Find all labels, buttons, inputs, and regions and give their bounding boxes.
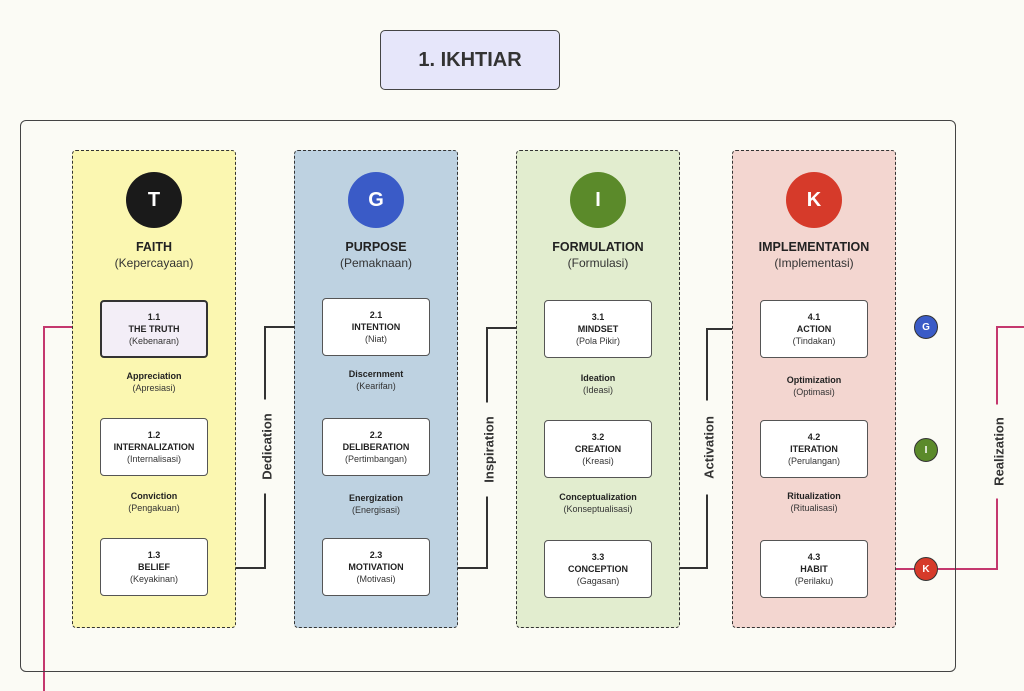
edge-label-sub: (Optimasi) — [793, 387, 835, 397]
edge-label: Energization (Energisasi) — [301, 492, 451, 516]
page-title: 1. IKHTIAR — [380, 30, 560, 90]
node-num: 2.3 — [369, 550, 383, 560]
edge-label: Conviction (Pengakuan) — [79, 490, 229, 514]
node-sub: (Keyakinan) — [129, 574, 179, 584]
lane-subtitle-faith: (Kepercayaan) — [114, 256, 194, 270]
node-sub: (Kreasi) — [582, 456, 614, 466]
lane-title-formulation: FORMULATION — [552, 240, 644, 254]
node-sub: (Niat) — [365, 334, 387, 344]
badge-i: I — [914, 438, 938, 462]
node-name: MINDSET — [577, 324, 619, 334]
node-name: INTERNALIZATION — [113, 442, 195, 452]
node-name: HABIT — [800, 564, 828, 574]
edge-label-name: Optimization — [786, 375, 842, 385]
lane-subtitle-formulation: (Formulasi) — [567, 256, 629, 270]
edge-label-sub: (Konseptualisasi) — [563, 504, 633, 514]
edge-label-name: Discernment — [348, 369, 404, 379]
node-num: 4.3 — [807, 552, 821, 562]
node-name: CONCEPTION — [567, 564, 628, 574]
lane-subtitle-purpose: (Pemaknaan) — [339, 256, 413, 270]
lane-title-faith: FAITH — [135, 240, 173, 254]
node-num: 2.1 — [369, 310, 383, 320]
node-name: THE TRUTH — [128, 324, 180, 334]
node-num: 3.1 — [591, 312, 605, 322]
node-sub: (Kebenaran) — [128, 336, 180, 346]
edge-label-sub: (Pengakuan) — [128, 503, 180, 513]
node-num: 1.3 — [147, 550, 161, 560]
connector-label-inspiration: Inspiration — [479, 402, 499, 497]
node-sub: (Internalisasi) — [126, 454, 182, 464]
node-num: 4.2 — [807, 432, 821, 442]
edge-label-name: Energization — [348, 493, 403, 503]
node-sub: (Perilaku) — [794, 576, 834, 586]
lane-subtitle-implementation: (Implementasi) — [774, 256, 854, 270]
node-num: 3.2 — [591, 432, 605, 442]
connector-label-activation: Activation — [699, 400, 719, 495]
node-name: INTENTION — [351, 322, 401, 332]
connector-label-dedication: Dedication — [257, 399, 277, 494]
edge-label-sub: (Kearifan) — [356, 381, 396, 391]
outer-frame — [20, 120, 956, 672]
edge-label-name: Conviction — [130, 491, 178, 501]
node-name: ITERATION — [790, 444, 838, 454]
lane-letter-implementation: K — [786, 172, 842, 228]
lane-letter-formulation: I — [570, 172, 626, 228]
node-sub: (Motivasi) — [356, 574, 396, 584]
edge-label: Conceptualization (Konseptualisasi) — [523, 491, 673, 515]
edge-label: Discernment (Kearifan) — [301, 368, 451, 392]
edge-label-name: Ideation — [580, 373, 616, 383]
lane-title-purpose: PURPOSE — [345, 240, 407, 254]
node-name: BELIEF — [137, 562, 170, 572]
node-num: 1.2 — [147, 430, 161, 440]
edge-label-name: Ritualization — [787, 491, 841, 501]
edge-label-sub: (Energisasi) — [351, 505, 400, 515]
node-name: CREATION — [574, 444, 622, 454]
edge-label: Appreciation (Apresiasi) — [79, 370, 229, 394]
node-num: 1.1 — [147, 312, 161, 322]
node-sub: (Perulangan) — [787, 456, 841, 466]
edge-label-sub: (Ritualisasi) — [790, 503, 838, 513]
node-sub: (Gagasan) — [576, 576, 620, 586]
node-num: 2.2 — [369, 430, 383, 440]
node-name: DELIBERATION — [342, 442, 410, 452]
node-sub: (Pola Pikir) — [575, 336, 620, 346]
edge-label: Ideation (Ideasi) — [523, 372, 673, 396]
edge-label-name: Appreciation — [126, 371, 182, 381]
node-sub: (Pertimbangan) — [344, 454, 408, 464]
node-num: 3.3 — [591, 552, 605, 562]
node-name: MOTIVATION — [348, 562, 404, 572]
connector-label-realization: Realization — [989, 404, 1009, 499]
badge-g: G — [914, 315, 938, 339]
edge-label: Ritualization (Ritualisasi) — [739, 490, 889, 514]
badge-k: K — [914, 557, 938, 581]
edge-label-name: Conceptualization — [559, 492, 637, 502]
edge-label-sub: (Ideasi) — [582, 385, 613, 395]
edge-label-sub: (Apresiasi) — [132, 383, 176, 393]
edge-label: Optimization (Optimasi) — [739, 374, 889, 398]
node-name: ACTION — [796, 324, 832, 334]
lane-title-implementation: IMPLEMENTATION — [758, 240, 870, 254]
lane-letter-purpose: G — [348, 172, 404, 228]
node-num: 4.1 — [807, 312, 821, 322]
lane-letter-faith: T — [126, 172, 182, 228]
node-sub: (Tindakan) — [792, 336, 836, 346]
